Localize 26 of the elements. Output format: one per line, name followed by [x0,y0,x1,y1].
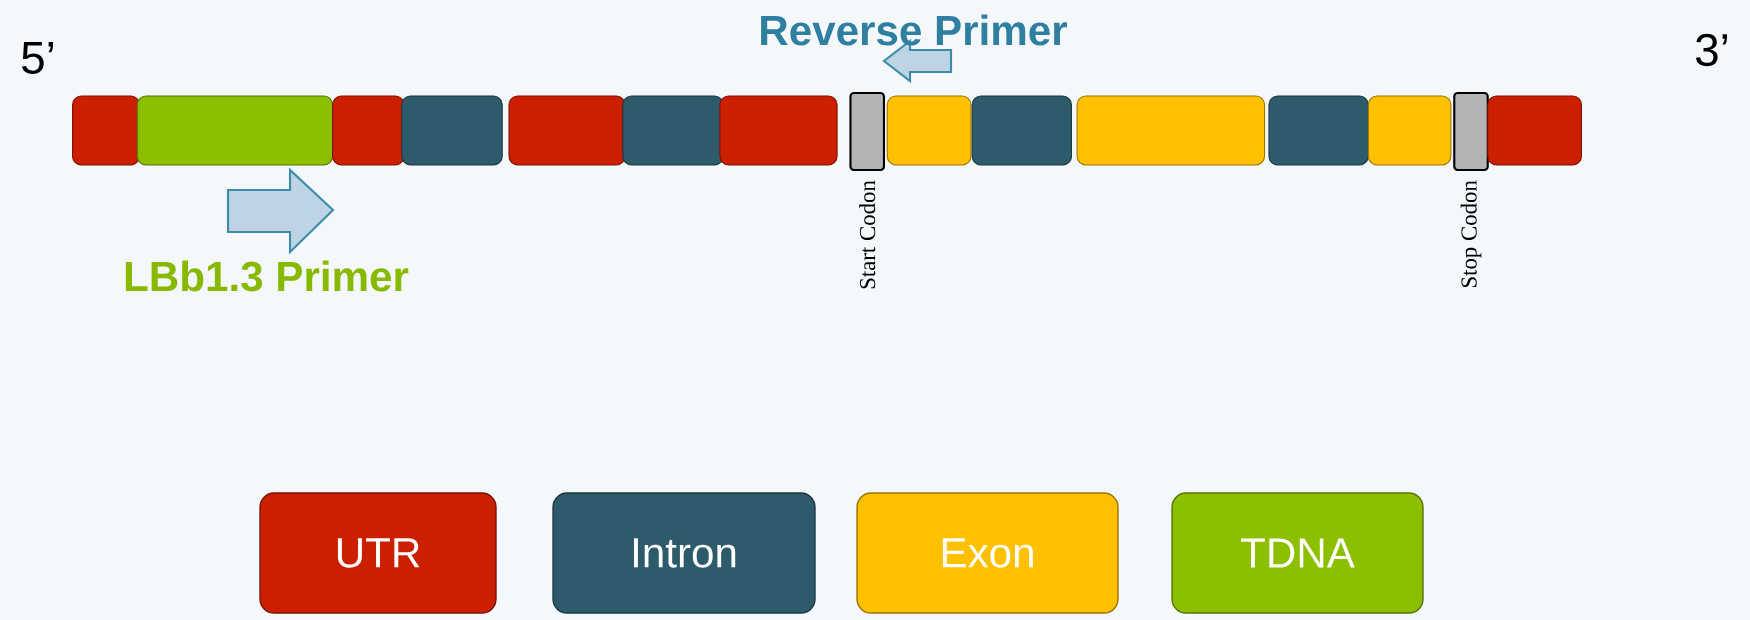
gene-segment [332,95,405,166]
gene-segment [886,95,972,166]
gene-segment [72,95,140,166]
codon-box [849,91,885,172]
primer-arrow [226,167,335,255]
codon-box [1453,91,1489,172]
codon-label: Start Codon [859,180,876,289]
gene-segment [401,95,503,166]
primer-label: LBb1.3 Primer [125,260,409,292]
gene-segment [508,95,626,166]
strand-end-label: 5’ [22,42,53,74]
strand-end-label: 3’ [1695,33,1727,67]
legend-key: Exon [856,492,1119,614]
gene-segment [136,95,334,166]
legend-key: UTR [259,492,497,614]
gene-segment [1367,95,1452,166]
gene-segment [719,95,838,166]
legend-key: TDNA [1171,492,1424,614]
primer-label: Reverse Primer [761,14,1067,46]
gene-segment [1268,95,1369,166]
gene-segment [1076,95,1266,166]
codon-label: Stop Codon [1460,180,1482,288]
gene-segment [622,95,724,166]
gene-segment [1487,95,1582,166]
legend-key: Intron [552,492,816,614]
gene-segment [971,95,1072,166]
